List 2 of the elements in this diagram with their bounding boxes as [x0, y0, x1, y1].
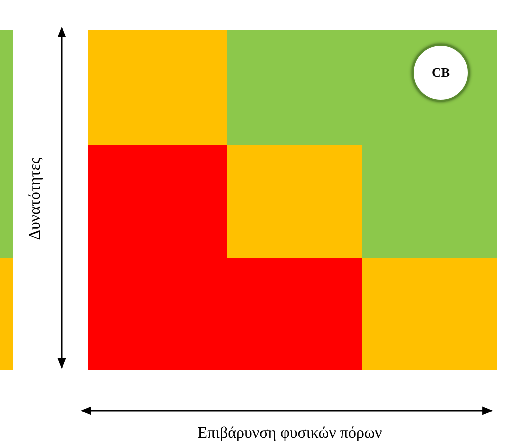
axis-label: Επιβάρυνση φυσικών πόρων — [198, 425, 382, 443]
axis-label: Δυνατότητες — [27, 158, 45, 240]
